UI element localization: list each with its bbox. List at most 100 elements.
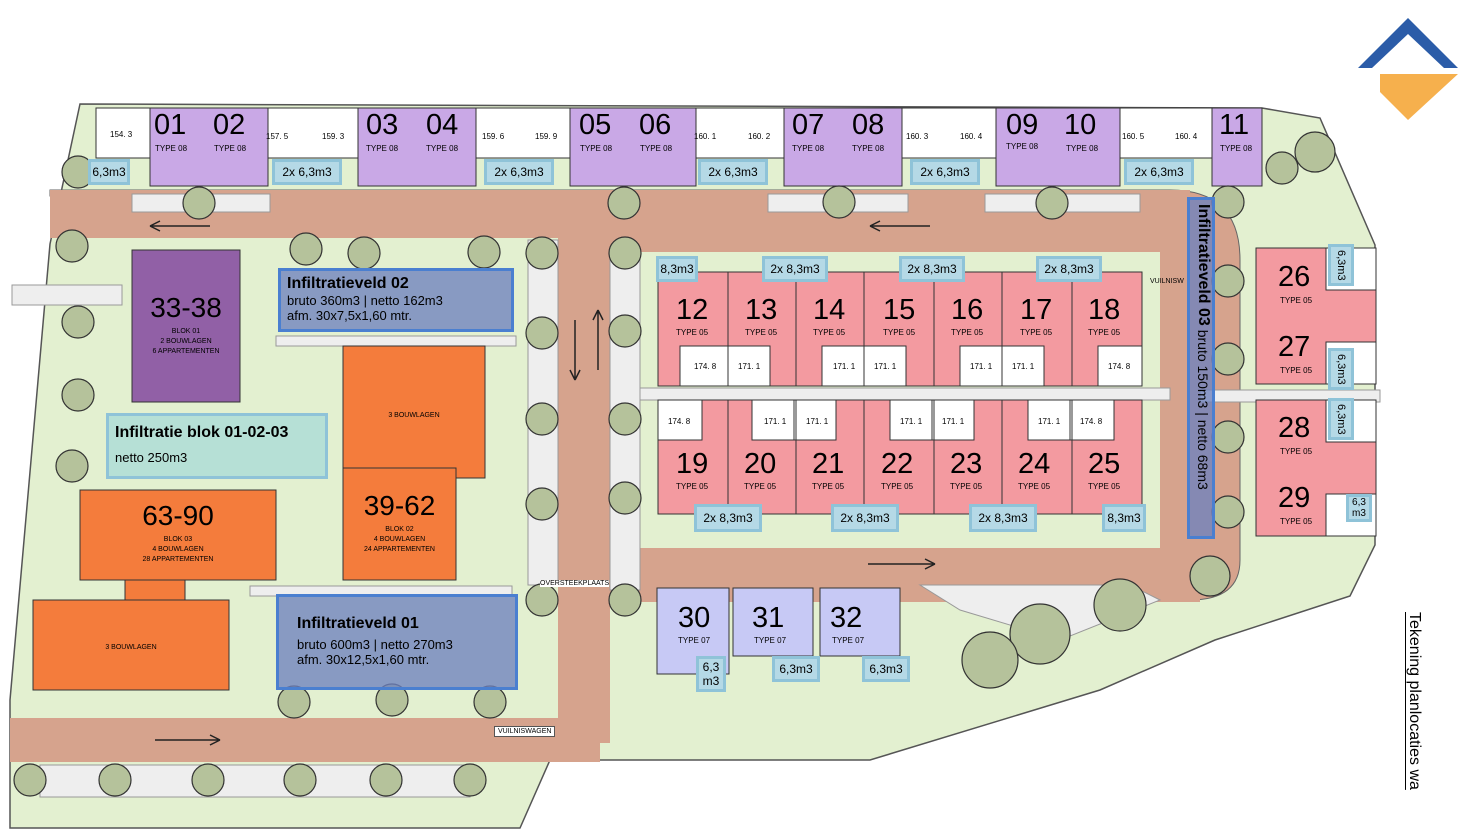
house-num: 01 [154,109,187,141]
tank-label: 2x 6,3m3 [272,159,342,185]
house-num: 17 [1020,294,1053,326]
house-type: TYPE 05 [1280,296,1313,305]
house-num: 07 [792,109,825,141]
mid-row-dividers [727,272,1073,514]
tank-label: 6,3m3 [862,656,910,682]
house-type: TYPE 08 [214,144,247,153]
house-type: TYPE 05 [1280,366,1313,375]
path-center-row [639,387,1171,401]
blok02-label: 39-62 BLOK 02 4 BOUWLAGEN 24 APPARTEMENT… [343,490,456,553]
garden-size: 171. 1 [970,362,993,371]
blok-line: 28 APPARTEMENTEN [142,556,214,563]
house-num: 26 [1278,261,1311,293]
blok-line: BLOK 02 [385,526,414,533]
top-row-buildings [149,107,1263,187]
tank-label: 2x 6,3m3 [698,159,768,185]
house-num: 06 [639,109,672,141]
house-num: 23 [950,448,983,480]
tank-label: 2x 8,3m3 [1036,256,1102,282]
house-type: TYPE 08 [580,144,613,153]
garden-size: 171. 1 [738,362,761,371]
garden-size: 159. 3 [322,132,345,141]
veld-title: Infiltratieveld 01 [297,615,419,632]
blok-num: 39-62 [363,490,436,521]
house-type: TYPE 07 [678,636,711,645]
vuilniswagen-label: VUILNISWAGEN [494,726,556,737]
house-type: TYPE 05 [1088,328,1121,337]
connector-shape [124,579,186,601]
house-num: 29 [1278,482,1311,514]
garden-size: 174. 8 [694,362,717,371]
house-num: 21 [812,448,845,480]
garden-size: 160. 2 [748,132,771,141]
house-type: TYPE 05 [950,482,983,491]
blok03-shape [79,489,277,581]
house-num: 20 [744,448,777,480]
garden-size: 171. 1 [874,362,897,371]
infiltratie-blok-detail: netto 250m3 [115,450,188,465]
house-num: 09 [1006,109,1039,141]
tank-label: 8,3m3 [1102,504,1146,532]
house-num: 02 [213,109,246,141]
house-type: TYPE 05 [812,482,845,491]
garden-size: 171. 1 [900,417,923,426]
house-num: 27 [1278,331,1311,363]
infiltratie-blok-title: Infiltratie blok 01-02-03 [115,424,289,441]
tank-label: 2x 8,3m3 [969,504,1037,532]
garden-size: 171. 1 [942,417,965,426]
veld-detail: afm. 30x12,5x1,60 mtr. [297,652,430,667]
garden-size: 154. 3 [110,130,133,139]
veld-detail: bruto 360m3 | netto 162m3 [287,293,443,308]
house-type: TYPE 05 [951,328,984,337]
blok-line: 4 BOUWLAGEN [152,546,204,553]
garden-size: 171. 1 [1038,417,1061,426]
diamond-logo-icon [1358,18,1458,120]
tank-label: 2x 8,3m3 [694,504,762,532]
house-type: TYPE 05 [813,328,846,337]
house-type: TYPE 05 [1018,482,1051,491]
house-num: 32 [830,602,863,634]
house-num: 28 [1278,412,1311,444]
house-type: TYPE 08 [426,144,459,153]
garden-size: 159. 6 [482,132,505,141]
garden-size: 174. 8 [1080,417,1103,426]
house-type: TYPE 08 [1220,144,1253,153]
house-type: TYPE 08 [366,144,399,153]
blok-line: 24 APPARTEMENTEN [364,546,435,553]
blok02-shape [342,467,457,581]
garden-size: 171. 1 [1012,362,1035,371]
house-type: TYPE 05 [881,482,914,491]
garden-size: 160. 4 [960,132,983,141]
tank-label: 2x 8,3m3 [899,256,965,282]
tank-label: 2x 6,3m3 [1124,159,1194,185]
parking-strip-left [11,284,123,306]
garden-size: 174. 8 [668,417,691,426]
road-bottom [10,718,600,762]
infiltratieveld-02: Infiltratieveld 02 bruto 360m3 | netto 1… [278,268,514,332]
wing-top-shape [342,345,486,479]
house-num: 13 [745,294,778,326]
blok-line: 2 BOUWLAGEN [160,338,212,345]
wing-bottom-shape [32,599,230,691]
house-type: TYPE 07 [832,636,865,645]
garden-size: 174. 8 [1108,362,1131,371]
tank-label: 6,3m3 [1328,398,1354,440]
house-type: TYPE 08 [1066,144,1099,153]
blok-num: 63-90 [142,500,214,531]
garden-size: 171. 1 [806,417,829,426]
veld-title: Infiltratieveld 03 [1195,204,1212,326]
veld-detail: bruto 150m3 | netto 68m3 [1195,329,1211,490]
garden-size: 171. 1 [764,417,787,426]
house-num: 22 [881,448,914,480]
house-type: TYPE 05 [883,328,916,337]
tank-label: 6,3m3 [1328,348,1354,390]
blok-line: BLOK 03 [163,536,193,543]
house-type: TYPE 07 [754,636,787,645]
house-type: TYPE 05 [744,482,777,491]
tank-label: 2x 8,3m3 [831,504,899,532]
tank-label: 6,3m3 [772,656,820,682]
house-type: TYPE 05 [1280,517,1313,526]
garden-size: 159. 9 [535,132,558,141]
traffic-arrows [149,220,936,746]
house-num: 12 [676,294,709,326]
